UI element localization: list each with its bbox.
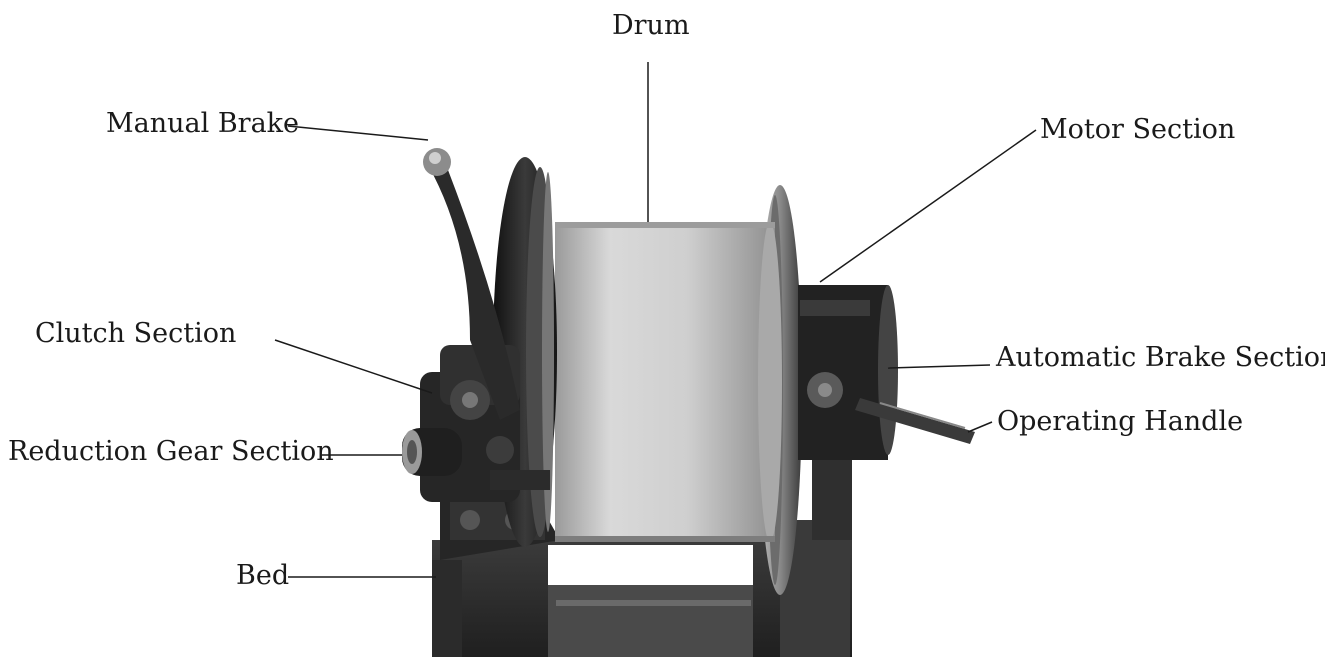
operating-handle <box>855 398 975 444</box>
manual-brake-leader-line <box>287 125 429 141</box>
clutch-section-leader-line <box>274 339 433 394</box>
label-motor-section: Motor Section <box>1040 114 1236 145</box>
label-drum: Drum <box>612 10 690 41</box>
motor-section-leader-line <box>819 129 1037 283</box>
label-automatic-brake-section: Automatic Brake Section <box>996 342 1325 373</box>
motor-housing <box>798 285 898 460</box>
automatic-brake-leader-line <box>887 364 991 369</box>
manual-brake-lever <box>423 148 520 420</box>
label-manual-brake: Manual Brake <box>106 108 300 139</box>
reduction-gear-shaft <box>402 428 462 476</box>
operating-handle-leader-line <box>967 421 993 433</box>
label-reduction-gear-section: Reduction Gear Section <box>8 436 334 467</box>
drum <box>555 222 782 542</box>
leader-lines <box>274 62 1037 578</box>
label-clutch-section: Clutch Section <box>35 318 237 349</box>
label-operating-handle: Operating Handle <box>997 406 1244 437</box>
label-bed: Bed <box>236 560 290 591</box>
